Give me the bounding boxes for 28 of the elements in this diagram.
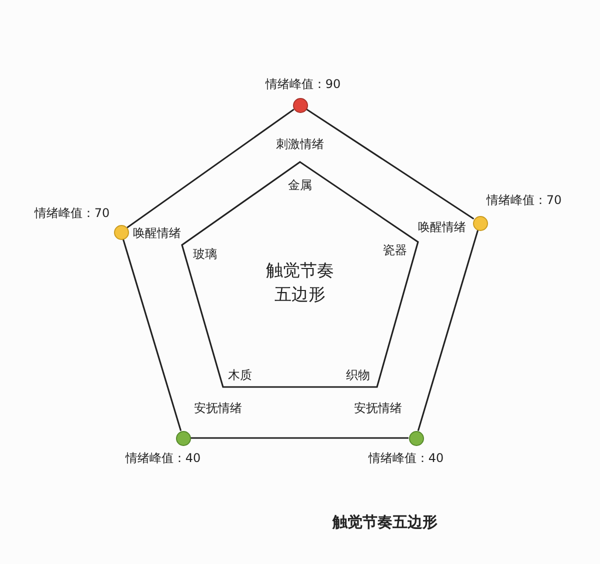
connector-line (126, 108, 294, 228)
peak-value-label: 情绪峰值：40 (125, 450, 201, 466)
connector-line (417, 230, 479, 432)
connector-line (190, 437, 408, 439)
peak-value-label: 情绪峰值：70 (34, 206, 110, 220)
material-label: 金属 (288, 178, 312, 192)
connector-line (122, 238, 182, 432)
emotion-label: 安抚情绪 (194, 400, 242, 416)
center-title: 触觉节奏五边形 (265, 260, 335, 307)
connector-line (306, 108, 474, 220)
emotion-label: 唤醒情绪 (133, 226, 181, 240)
emotion-label: 刺激情绪 (276, 136, 324, 152)
material-label: 木质 (228, 368, 252, 382)
peak-value-label: 情绪峰值：90 (265, 76, 341, 92)
material-label: 织物 (346, 368, 370, 382)
vertex-dot-icon (472, 216, 488, 230)
caption: 触觉节奏五边形 (332, 513, 438, 531)
peak-value-label: 情绪峰值：40 (368, 450, 444, 466)
material-label: 玻璃 (193, 246, 217, 262)
vertex-dot-icon (176, 430, 190, 446)
emotion-label: 安抚情绪 (354, 400, 402, 416)
emotion-label: 唤醒情绪 (418, 220, 466, 234)
vertex-dot-icon (408, 430, 424, 446)
peak-value-label: 情绪峰值：70 (486, 192, 562, 208)
vertex-dot-icon (114, 224, 128, 240)
pentagon-shape (181, 160, 420, 389)
vertex-dot-icon (292, 98, 308, 112)
material-label: 瓷器 (383, 242, 407, 258)
